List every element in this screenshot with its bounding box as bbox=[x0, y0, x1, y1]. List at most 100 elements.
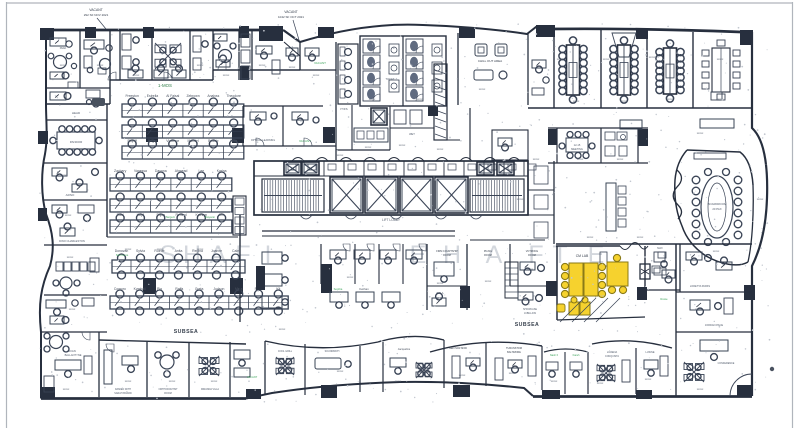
svg-text:Roger: Roger bbox=[148, 139, 158, 143]
svg-text:xxxxx: xxxxx bbox=[365, 146, 372, 149]
svg-text:Dayann: Dayann bbox=[205, 215, 216, 219]
svg-text:A: A bbox=[210, 241, 227, 269]
svg-text:Jacqueline: Jacqueline bbox=[398, 347, 411, 351]
svg-text:Mela: Mela bbox=[235, 287, 242, 291]
svg-text:Regina: Regina bbox=[192, 249, 203, 253]
svg-text:PANDOR: PANDOR bbox=[70, 140, 83, 144]
svg-text:SOUNDBATH: SOUNDBATH bbox=[325, 350, 340, 353]
svg-text:Theodore: Theodore bbox=[226, 94, 241, 98]
svg-text:xxxxx: xxxxx bbox=[63, 388, 70, 391]
svg-text:ROOM: ROOM bbox=[528, 254, 536, 257]
svg-text:Raul: Raul bbox=[117, 213, 124, 217]
svg-text:xxxxx: xxxxx bbox=[437, 282, 444, 285]
svg-text:xxxxx: xxxxx bbox=[211, 380, 218, 383]
svg-text:xxxxx: xxxxx bbox=[617, 158, 624, 161]
svg-text:JOAN: JOAN bbox=[68, 349, 75, 353]
svg-text:xxxxx: xxxxx bbox=[717, 98, 724, 101]
svg-text:Simmons: Simmons bbox=[116, 253, 129, 257]
svg-text:xxxxx: xxxxx bbox=[197, 64, 204, 67]
svg-text:xxxxx: xxxxx bbox=[637, 236, 644, 239]
svg-text:CM LAB: CM LAB bbox=[576, 254, 589, 258]
svg-text:JORDAN PACE: JORDAN PACE bbox=[705, 323, 724, 327]
svg-text:xxxxx: xxxxx bbox=[695, 308, 702, 311]
svg-text:Sylvia: Sylvia bbox=[136, 249, 145, 253]
svg-text:xxxxx: xxxxx bbox=[289, 66, 296, 69]
svg-text:PILING: PILING bbox=[484, 250, 492, 253]
svg-text:Farah: Farah bbox=[573, 353, 580, 357]
svg-text:JUBILLION: JUBILLION bbox=[524, 312, 536, 315]
svg-text:xxxxx: xxxxx bbox=[65, 214, 72, 217]
svg-text:xxxxx: xxxxx bbox=[337, 154, 344, 157]
svg-text:ORTHODONTIST: ORTHODONTIST bbox=[158, 388, 178, 391]
svg-text:Ruther: Ruther bbox=[154, 249, 165, 253]
svg-text:Greta: Greta bbox=[195, 287, 204, 291]
svg-text:xxxxx: xxxxx bbox=[667, 98, 674, 101]
svg-text:DAMIEN WITH: DAMIEN WITH bbox=[115, 388, 131, 391]
svg-text:xxxxx: xxxxx bbox=[603, 58, 610, 61]
svg-text:xxxxx: xxxxx bbox=[97, 64, 104, 67]
svg-text:xxxxx: xxxxx bbox=[60, 64, 67, 67]
svg-text:Mandel: Mandel bbox=[187, 139, 198, 143]
svg-text:xxxxx: xxxxx bbox=[509, 372, 516, 375]
svg-text:Comoro: Comoro bbox=[114, 287, 126, 291]
svg-text:Rosie: Rosie bbox=[660, 297, 668, 301]
svg-text:12-15: 12-15 bbox=[574, 143, 581, 147]
svg-text:20 PAX: 20 PAX bbox=[712, 207, 721, 211]
svg-text:Raffa: Raffa bbox=[175, 287, 183, 291]
svg-text:ROOM: ROOM bbox=[484, 254, 492, 257]
svg-text:xxxxx: xxxxx bbox=[597, 382, 604, 385]
svg-text:xxxxx: xxxxx bbox=[69, 308, 76, 311]
svg-text:xxxxx: xxxxx bbox=[479, 88, 486, 91]
svg-text:xxxxx: xxxxx bbox=[713, 350, 720, 353]
svg-text:Zebrown: Zebrown bbox=[186, 94, 199, 98]
svg-text:Ahmead: Ahmead bbox=[175, 169, 188, 173]
svg-text:xxxxx: xxxxx bbox=[67, 256, 74, 259]
svg-text:xxxxx: xxxxx bbox=[157, 248, 164, 251]
svg-text:xxxxx: xxxxx bbox=[347, 276, 354, 279]
svg-text:xxxxx: xxxxx bbox=[517, 198, 524, 201]
svg-text:xxxxx: xxxxx bbox=[197, 248, 204, 251]
svg-text:Karina: Karina bbox=[217, 169, 227, 173]
svg-text:GEN SCR MOD: GEN SCR MOD bbox=[449, 347, 467, 350]
svg-text:LUSINE: LUSINE bbox=[645, 351, 654, 354]
svg-text:Mo: Mo bbox=[219, 213, 224, 217]
svg-text:ROOM: ROOM bbox=[164, 392, 171, 395]
svg-text:OPTIMAL LEARNING: OPTIMAL LEARNING bbox=[251, 139, 275, 142]
svg-text:xxxxx: xxxxx bbox=[399, 144, 406, 147]
svg-text:xxxxx: xxxxx bbox=[287, 368, 294, 371]
svg-text:Lee: Lee bbox=[199, 169, 205, 173]
svg-text:DINO CHARLESTON: DINO CHARLESTON bbox=[59, 239, 85, 243]
svg-text:xxxxx: xxxxx bbox=[133, 74, 140, 77]
svg-text:E: E bbox=[410, 241, 427, 269]
svg-text:Zachary: Zachary bbox=[114, 169, 127, 173]
svg-text:CHILL OUT AREA: CHILL OUT AREA bbox=[478, 59, 502, 63]
svg-text:Renard: Renard bbox=[175, 213, 186, 217]
svg-text:A: A bbox=[486, 241, 503, 269]
svg-text:292 SF NOV 2021: 292 SF NOV 2021 bbox=[84, 13, 109, 17]
svg-text:CONQUISTA: CONQUISTA bbox=[605, 355, 619, 358]
svg-text:xxxxx: xxxxx bbox=[259, 64, 266, 67]
svg-text:1042 SF OCT 2021: 1042 SF OCT 2021 bbox=[278, 15, 304, 19]
svg-text:Willa: Willa bbox=[230, 139, 237, 143]
svg-text:xxxxx: xxxxx bbox=[417, 98, 424, 101]
svg-text:VCTRONG: VCTRONG bbox=[526, 250, 539, 253]
svg-text:T: T bbox=[552, 241, 567, 269]
svg-text:COOL GRILL: COOL GRILL bbox=[278, 350, 293, 353]
svg-text:Pia: Pia bbox=[157, 287, 162, 291]
svg-text:VACANT: VACANT bbox=[247, 375, 258, 379]
svg-text:Al Faisal: Al Faisal bbox=[166, 94, 179, 98]
svg-text:xxxxx: xxxxx bbox=[649, 56, 656, 59]
svg-text:Estrella: Estrella bbox=[147, 94, 158, 98]
svg-text:S: S bbox=[160, 241, 177, 269]
svg-text:xxxxx: xxxxx bbox=[459, 374, 466, 377]
svg-text:ROOM: ROOM bbox=[443, 254, 451, 257]
svg-text:xxxxx: xxxxx bbox=[645, 378, 652, 381]
svg-text:Joanne: Joanne bbox=[211, 249, 222, 253]
svg-text:xxxxx: xxxxx bbox=[527, 268, 534, 271]
svg-text:xxxxx: xxxxx bbox=[697, 132, 704, 135]
svg-text:xxxxx: xxxxx bbox=[485, 280, 492, 283]
svg-text:TURUNSTOM: TURUNSTOM bbox=[506, 347, 522, 350]
svg-text:Freeston: Freeston bbox=[125, 94, 138, 98]
svg-text:Targett: Targett bbox=[165, 215, 174, 219]
svg-text:BOARDROOM: BOARDROOM bbox=[708, 202, 727, 206]
